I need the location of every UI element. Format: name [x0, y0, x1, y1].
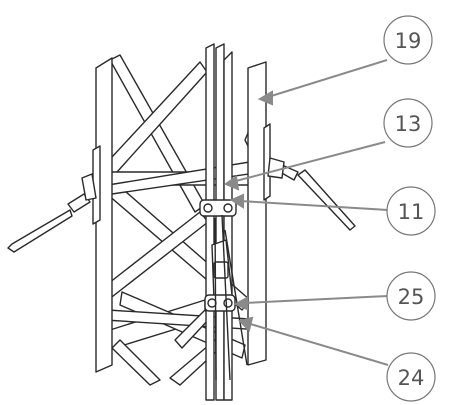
guy-cable-3	[221, 214, 231, 381]
callouts: 19 13 11 25 24	[383, 15, 436, 402]
right-leg	[247, 61, 271, 366]
callout-25: 25	[386, 271, 436, 321]
leader-arrow-19	[257, 90, 273, 106]
guy-cable-1	[214, 217, 217, 381]
callout-label: 13	[395, 112, 422, 136]
cross-braces	[99, 54, 267, 386]
leader-line-11	[239, 200, 389, 211]
right-leg-bracket	[263, 123, 271, 201]
left-leg	[92, 57, 113, 373]
callout-label: 19	[395, 29, 422, 53]
tower-structure	[7, 43, 356, 401]
leader-arrow-13	[223, 175, 240, 191]
callout-24: 24	[386, 352, 436, 402]
leader-line-13	[231, 141, 386, 183]
callout-19: 19	[383, 15, 433, 65]
brace-diagonal-2	[99, 61, 208, 183]
leader-line-19	[267, 59, 388, 98]
mast-clamp-lower	[204, 294, 236, 312]
left-leg-bracket	[92, 145, 101, 225]
leader-arrow-24	[238, 316, 254, 332]
guy-cables	[214, 214, 248, 381]
callout-label: 24	[398, 366, 425, 390]
leader-lines	[223, 59, 389, 366]
left-arm-clamp	[81, 173, 97, 201]
callout-circle	[386, 271, 436, 321]
leader-arrow-11	[229, 193, 244, 209]
right-arm-clamp	[267, 157, 285, 179]
callout-circle	[383, 98, 433, 148]
leader-line-24	[246, 322, 389, 366]
brace-bottom-left	[111, 339, 161, 386]
leader-arrow-25	[233, 296, 248, 311]
left-arm-fitting	[67, 193, 91, 213]
callout-circle	[383, 15, 433, 65]
left-outrigger-arm	[7, 173, 97, 253]
mast-clamp-upper	[199, 199, 237, 217]
callout-label: 11	[398, 200, 425, 224]
callout-13: 13	[383, 98, 433, 148]
leader-line-25	[243, 295, 389, 304]
callout-circle	[386, 186, 436, 236]
callout-11: 11	[386, 186, 436, 236]
guy-cable-2	[224, 229, 248, 366]
callout-circle	[386, 352, 436, 402]
callout-label: 25	[398, 285, 425, 309]
